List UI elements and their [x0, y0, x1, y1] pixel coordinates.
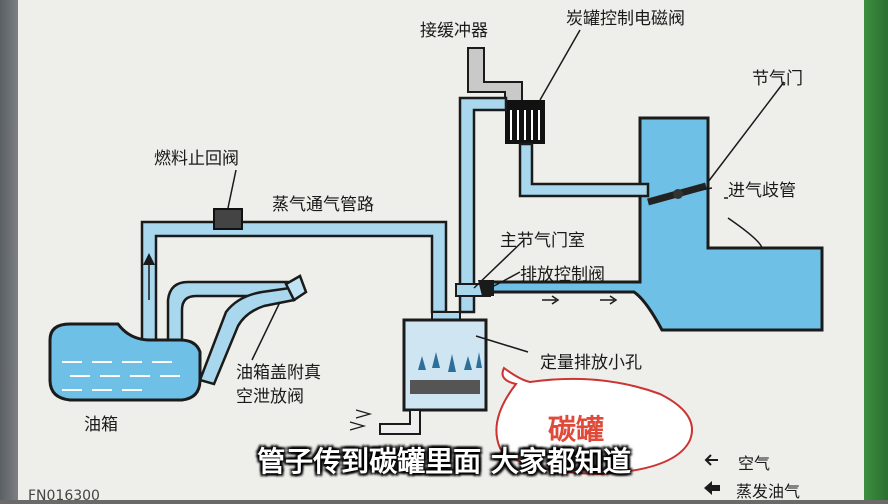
fuel-check-valve: [213, 208, 243, 230]
intake-manifold: [486, 116, 824, 332]
solenoid-to-manifold-pipe: [518, 142, 650, 198]
label-main-throttle-chamber: 主节气门室: [500, 231, 585, 251]
right-frame-edge: [864, 0, 888, 500]
label-check-valve: 燃料止回阀: [154, 149, 239, 169]
label-throttle: 节气门: [752, 69, 803, 89]
label-buffer: 接缓冲器: [420, 21, 488, 41]
label-purge-control-valve: 排放控制阀: [520, 265, 605, 285]
label-intake-manifold: 进气歧管: [728, 181, 796, 201]
canister-to-solenoid-pipe: [458, 96, 508, 314]
label-canister-solenoid: 炭罐控制电磁阀: [566, 9, 685, 29]
canister-label-bubble: [495, 366, 693, 476]
vapor-legend-arrow: [704, 481, 720, 495]
air-legend-arrow: [704, 454, 718, 466]
label-cap-vent-valve-1: 油箱盖附真: [236, 363, 321, 383]
video-subtitle: 管子传到碳罐里面 大家都知道: [257, 445, 631, 478]
label-canister: 碳罐: [548, 413, 605, 446]
label-metering-orifice: 定量排放小孔: [540, 353, 642, 373]
legend-air-label: 空气: [738, 454, 771, 473]
figure-code: FN016300: [28, 488, 100, 504]
legend-vapor-label: 蒸发油气: [736, 482, 801, 501]
canister-vent: [379, 409, 421, 435]
label-cap-vent-valve-2: 空泄放阀: [236, 387, 304, 407]
label-vapor-line: 蒸气通气管路: [272, 195, 374, 215]
fuel-filler-cap: [284, 274, 308, 302]
purge-control-valve: [478, 280, 494, 296]
left-frame-edge: [0, 0, 18, 500]
charcoal-canister: [402, 318, 488, 412]
label-fuel-tank: 油箱: [84, 415, 118, 435]
